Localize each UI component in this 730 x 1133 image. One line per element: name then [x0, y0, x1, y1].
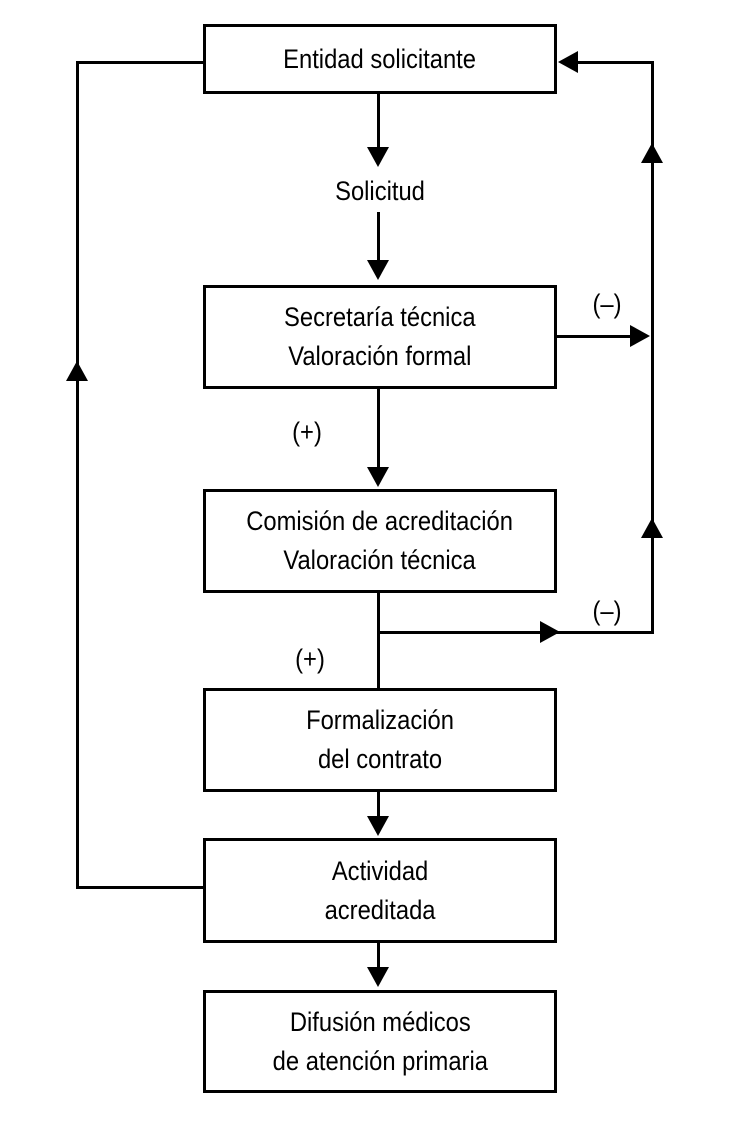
connector-left-loop-bottom [76, 886, 203, 889]
node-difusion-medicos-label: Difusión médicos de atención primaria [272, 1006, 488, 1076]
arrow-down-icon [367, 260, 389, 280]
node-entidad-solicitante: Entidad solicitante [203, 24, 557, 94]
arrow-left-icon [558, 51, 578, 73]
connector-left-loop-vertical [76, 61, 79, 889]
arrow-down-icon [367, 467, 389, 487]
connector-entidad-to-solicitud [377, 93, 380, 149]
arrow-right-icon [540, 621, 560, 643]
edge-label-positive-2: (+) [295, 644, 325, 674]
connector-secretaria-reject [557, 335, 632, 338]
connector-formalizacion-to-actividad [377, 792, 380, 818]
node-entidad-solicitante-label: Entidad solicitante [283, 43, 477, 74]
arrow-down-icon [367, 967, 389, 987]
edge-label-solicitud: Solicitud [335, 176, 425, 206]
arrow-down-icon [367, 147, 389, 167]
node-comision-acreditacion: Comisión de acreditación Valoración técn… [203, 489, 557, 593]
arrow-up-icon [641, 518, 663, 538]
connector-right-feedback-top [578, 61, 654, 64]
connector-comision-to-formalizacion [377, 592, 380, 688]
node-formalizacion-contrato: Formalización del contrato [203, 688, 557, 792]
connector-actividad-to-difusion [377, 943, 380, 969]
edge-label-negative-2: (–) [592, 596, 622, 626]
edge-label-negative-1: (–) [592, 289, 622, 319]
node-actividad-acreditada-label: Actividad acreditada [324, 855, 436, 925]
connector-right-feedback-vertical [651, 61, 654, 634]
node-comision-acreditacion-label: Comisión de acreditación Valoración técn… [246, 506, 514, 575]
edge-label-positive-1: (+) [292, 417, 322, 447]
connector-left-loop-top [76, 61, 203, 64]
connector-solicitud-to-secretaria [377, 212, 380, 262]
arrow-right-icon [630, 325, 650, 347]
arrow-up-icon [641, 143, 663, 163]
node-formalizacion-contrato-label: Formalización del contrato [306, 705, 454, 774]
node-difusion-medicos: Difusión médicos de atención primaria [203, 990, 557, 1093]
connector-secretaria-to-comision [377, 388, 380, 468]
node-secretaria-tecnica-label: Secretaría técnica Valoración formal [284, 302, 476, 371]
node-secretaria-tecnica: Secretaría técnica Valoración formal [203, 285, 557, 389]
connector-comision-reject [378, 631, 653, 634]
arrow-up-icon [66, 361, 88, 381]
arrow-down-icon [367, 816, 389, 836]
node-actividad-acreditada: Actividad acreditada [203, 838, 557, 943]
